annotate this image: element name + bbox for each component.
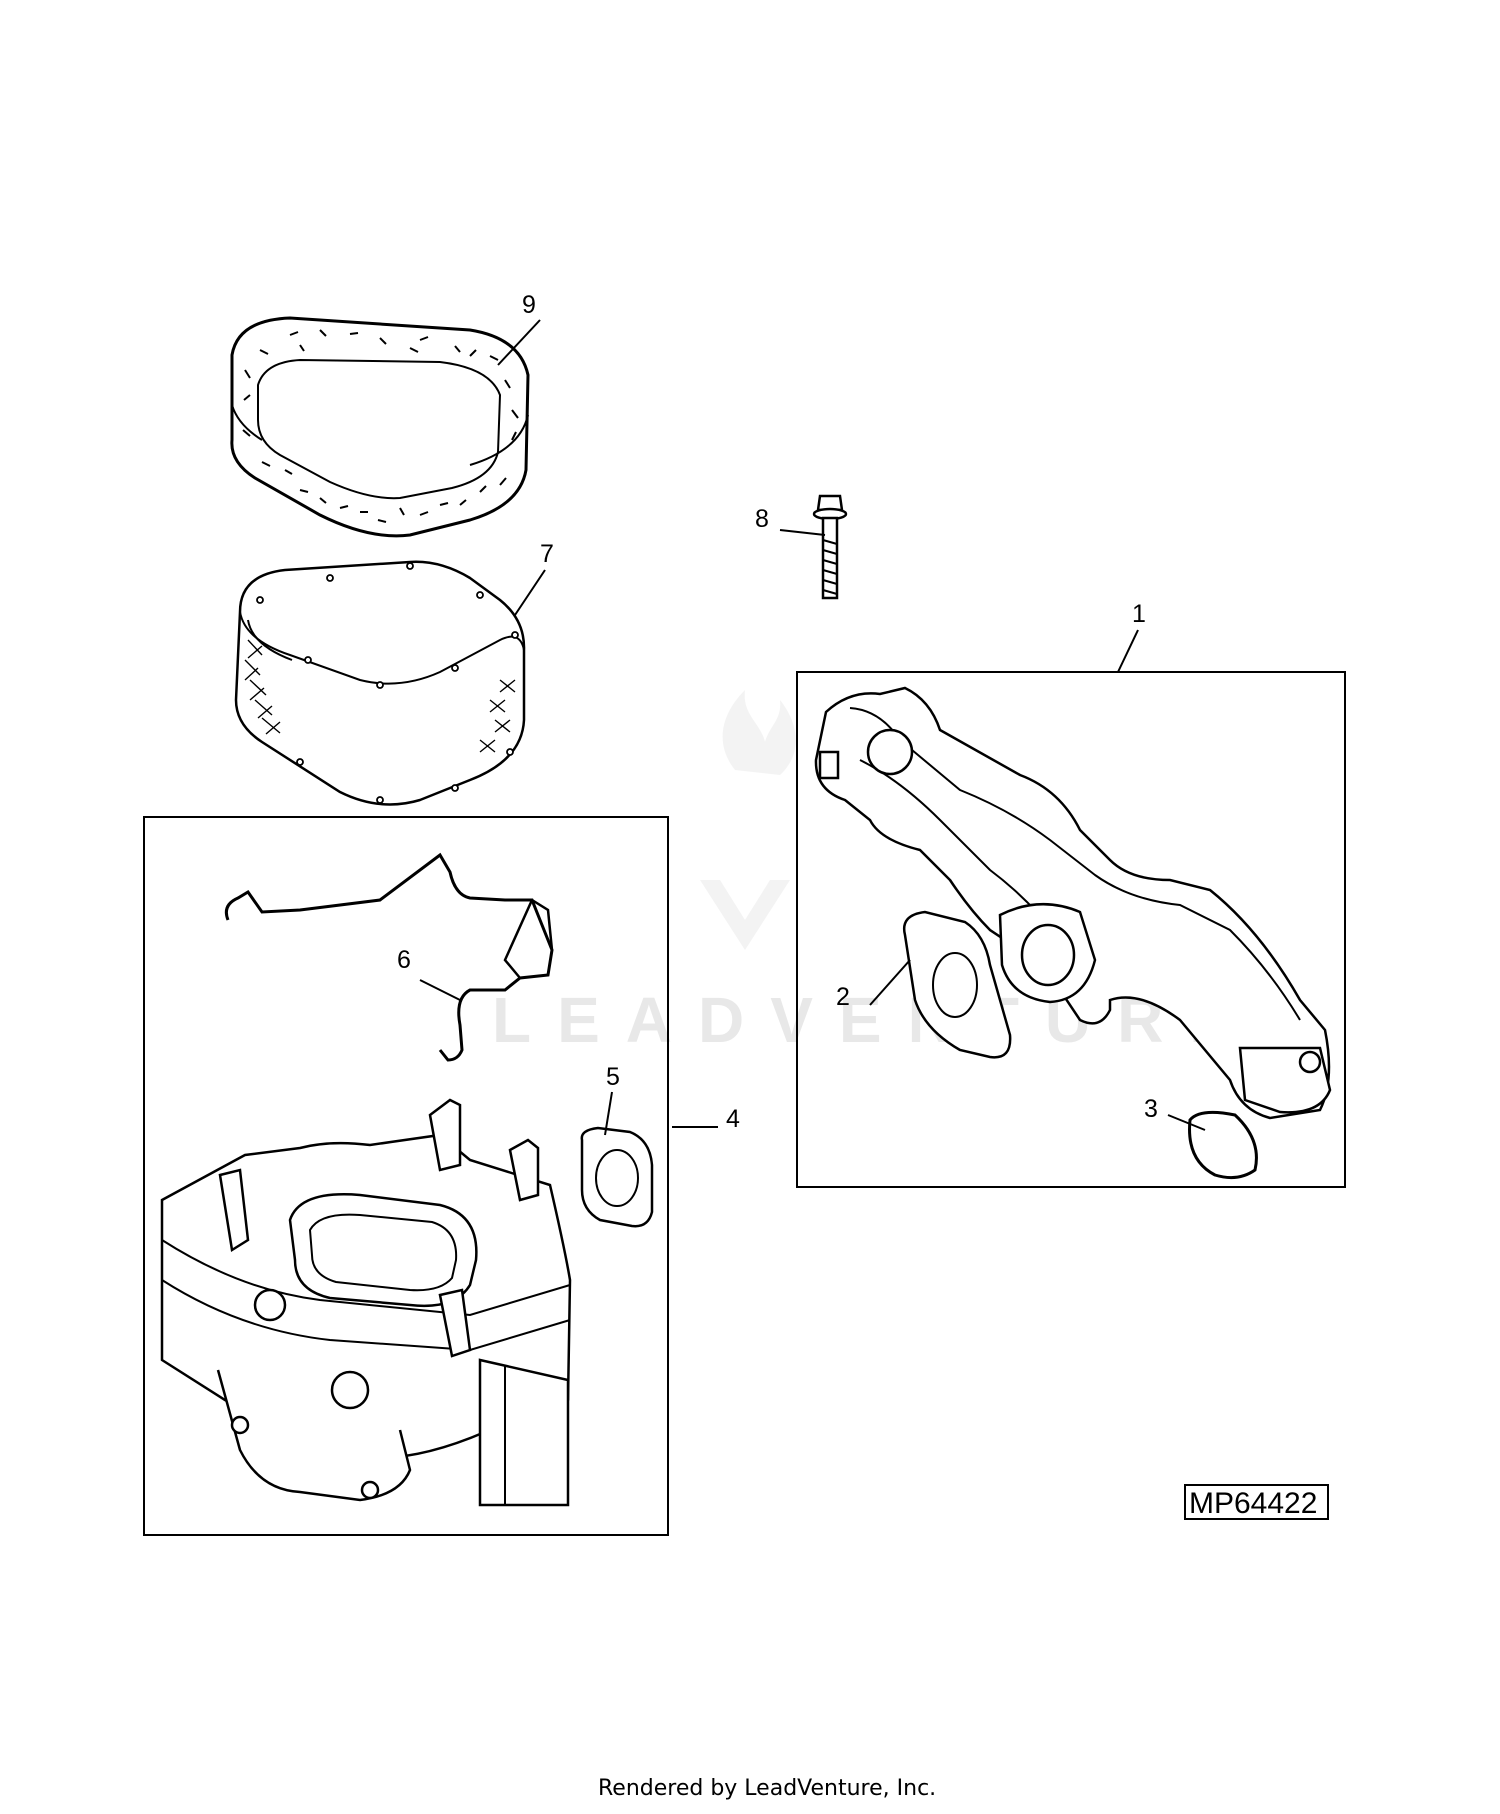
part-2-gasket-port [932, 952, 978, 1018]
leadventure-flame-logo-icon [700, 690, 796, 950]
part-1-intake-manifold [814, 686, 1332, 1120]
reference-code-box [1184, 1484, 1329, 1520]
part-9-precleaner [230, 316, 530, 538]
part-6-retaining-wire [224, 852, 554, 1062]
callout-9: 9 [522, 291, 536, 319]
callout-4: 4 [726, 1105, 740, 1133]
part-1-kit-box [796, 671, 1346, 1188]
part-4-kit-box [143, 816, 669, 1536]
callout-6: 6 [397, 946, 411, 974]
part-4-base [160, 1098, 572, 1507]
callout-3: 3 [1144, 1095, 1158, 1123]
callout-2: 2 [836, 983, 850, 1011]
part-6-wire-loop [503, 898, 554, 979]
callout-5: 5 [606, 1063, 620, 1091]
callout-7: 7 [540, 540, 554, 568]
footer-credit: Rendered by LeadVenture, Inc. [598, 1776, 936, 1801]
part-2-gasket [902, 910, 1012, 1059]
callout-1: 1 [1132, 600, 1146, 628]
part-5-gasket-port [595, 1149, 639, 1207]
part-7-air-filter [234, 560, 526, 806]
leader-lines [419, 319, 1206, 1136]
part-8-screw [812, 494, 848, 600]
part-5-gasket [580, 1126, 654, 1228]
callout-8: 8 [755, 505, 769, 533]
reference-code: MP64422 [1189, 1487, 1317, 1520]
part-3-oring [1188, 1110, 1258, 1180]
